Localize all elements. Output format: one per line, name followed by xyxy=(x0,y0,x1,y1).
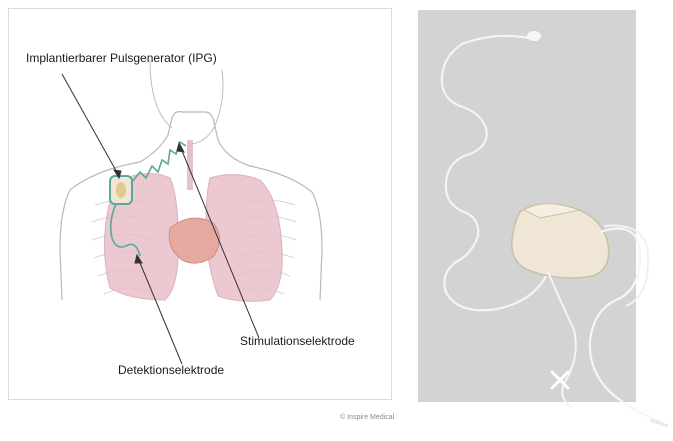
image-credit: © Inspire Medical xyxy=(340,414,394,421)
photo-lead-tip xyxy=(527,31,541,41)
photo-ipg-device xyxy=(512,204,609,278)
